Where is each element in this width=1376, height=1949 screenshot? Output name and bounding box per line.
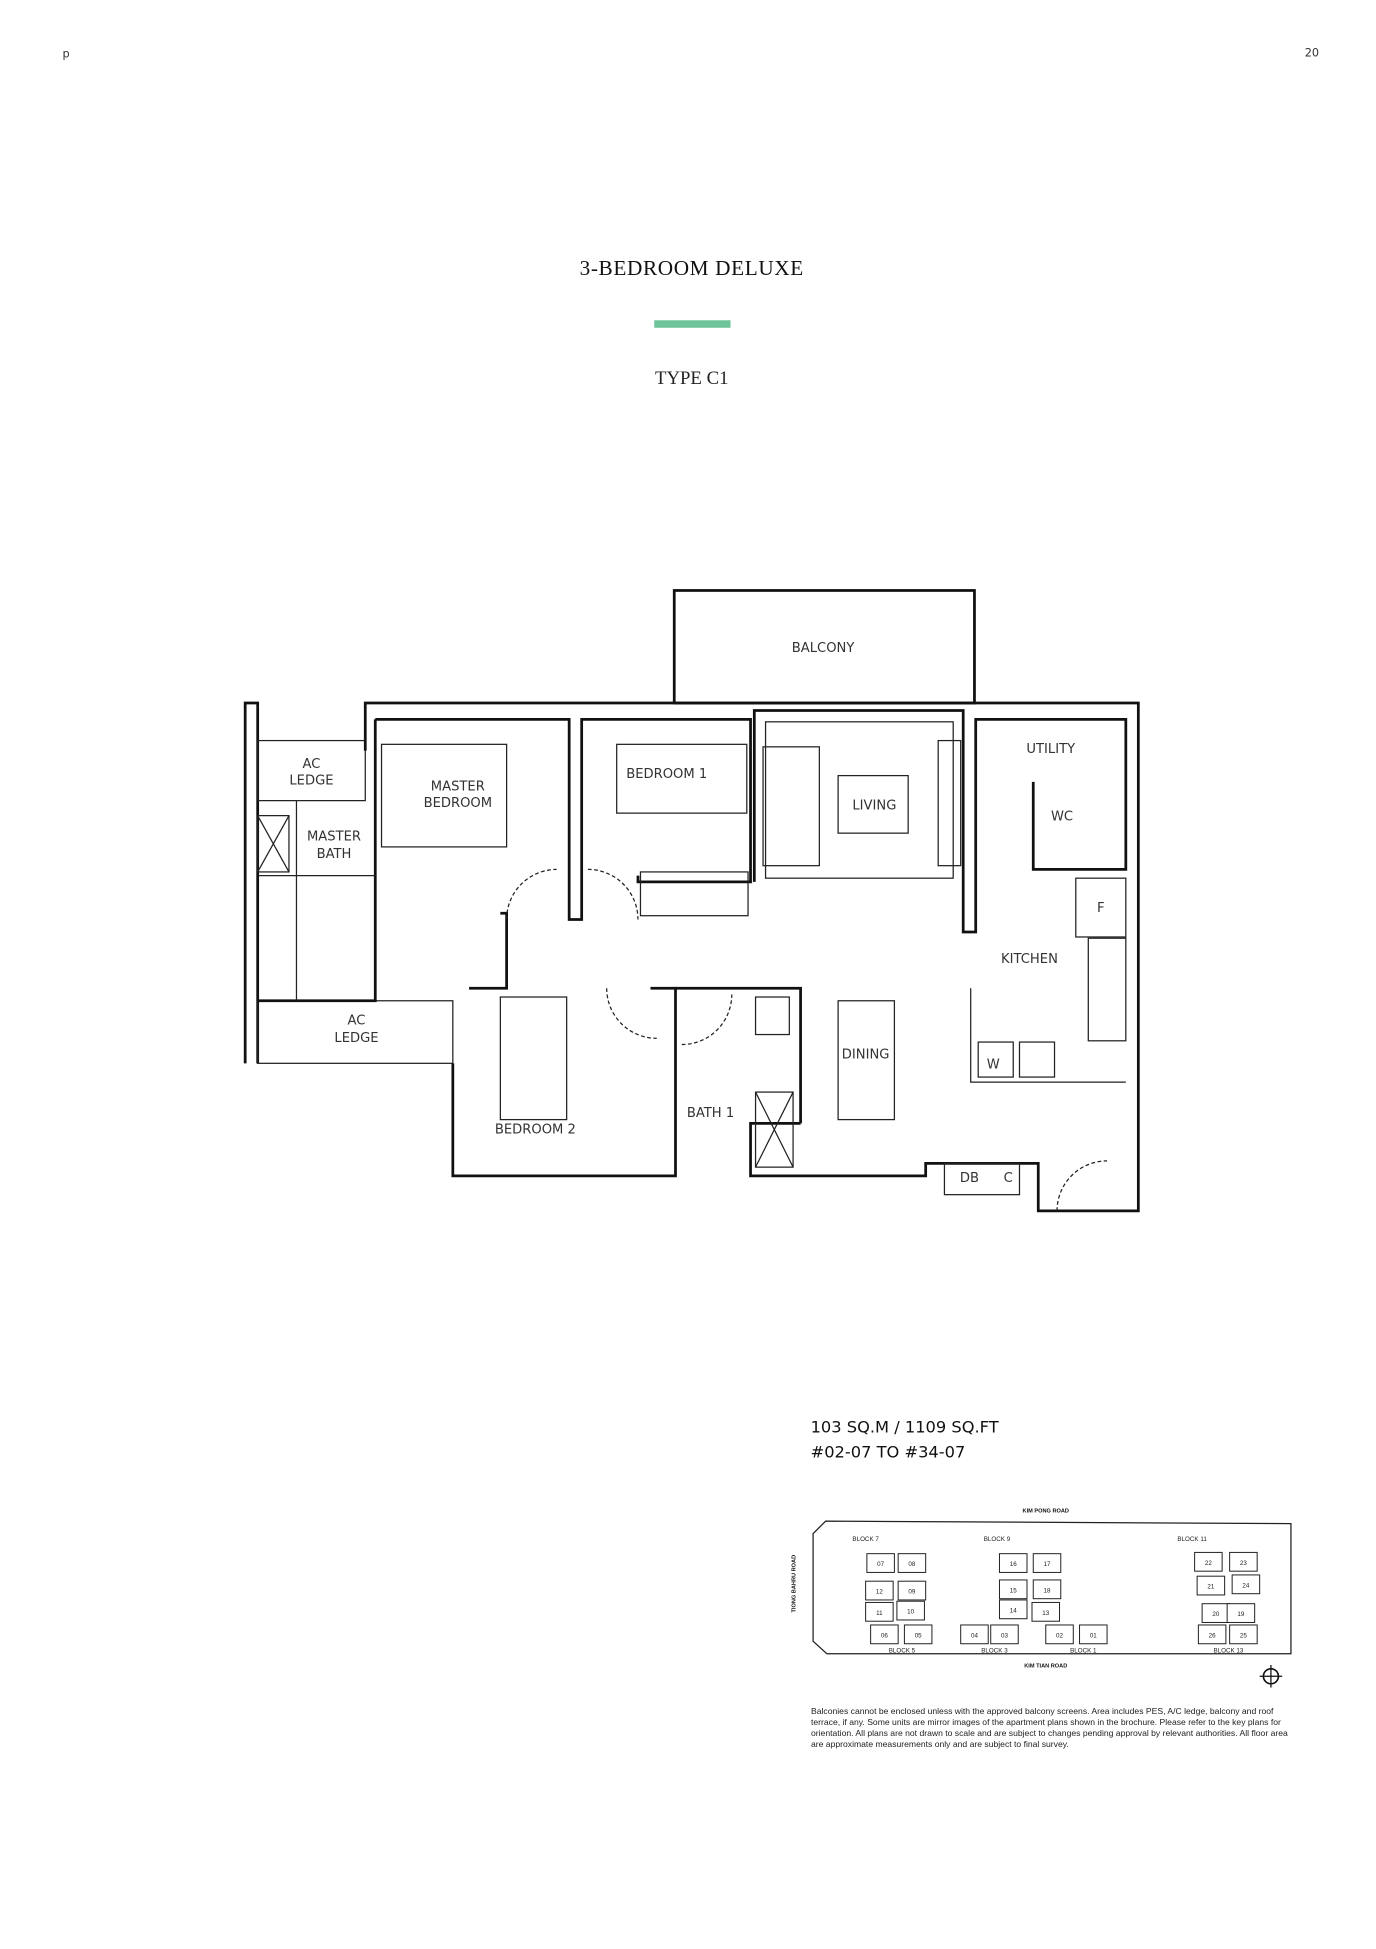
room-label-living: LIVING [852,798,896,813]
key-plan-unit [960,1624,989,1645]
room-label-bath1: BATH 1 [687,1106,734,1121]
key-plan-unit-label: 07 [877,1561,884,1568]
key-plan-unit [870,1624,899,1645]
key-plan-unit-label: 02 [1056,1632,1063,1639]
room-label-master-bath: MASTER [307,830,361,845]
road-north: KIM PONG ROAD [1023,1508,1069,1514]
key-plan-unit [1032,1553,1062,1573]
accent-bar [654,320,731,328]
key-plan-unit-label: 12 [876,1589,883,1596]
room-label-balcony: BALCONY [792,641,856,656]
key-plan-unit-label: 23 [1240,1560,1247,1567]
key-plan-unit [865,1601,894,1622]
room-label-ac-ledge-top: AC [303,757,321,772]
key-plan-unit-label: 21 [1207,1584,1214,1591]
key-plan-unit-label: 11 [876,1610,883,1617]
key-plan-unit-label: 25 [1240,1632,1247,1639]
key-plan-unit-label: 20 [1212,1611,1219,1618]
key-plan-unit-label: 04 [971,1632,978,1639]
key-plan-unit-label: 08 [908,1561,915,1568]
key-plan-unit [897,1580,927,1601]
block-3-label: BLOCK 3 [981,1647,1008,1654]
page-title: 3-BEDROOM DELUXE [580,256,804,280]
room-label-db: DB [960,1171,979,1186]
key-plan-unit [1031,1601,1061,1622]
room-label-dining: DINING [842,1047,890,1062]
key-plan-unit-label: 14 [1010,1607,1017,1614]
block-1-label: BLOCK 1 [1070,1647,1097,1654]
page-marker: p [63,48,70,61]
key-plan-unit-label: 15 [1010,1587,1017,1594]
room-label-ac-ledge-bottom-2: LEDGE [334,1031,378,1046]
key-plan-unit-label: 22 [1205,1560,1212,1567]
key-plan-unit [1226,1603,1256,1623]
room-label-washer: W [987,1057,1000,1072]
room-label-utility: UTILITY [1026,742,1076,757]
key-plan-unit-label: 01 [1090,1632,1097,1639]
room-label-ac-ledge-bottom: AC [348,1014,366,1029]
room-label-ac-ledge-top-2: LEDGE [289,773,333,788]
room-label-kitchen: KITCHEN [1001,952,1058,967]
key-plan-unit-label: 24 [1242,1582,1249,1589]
key-plan-unit-highlighted [866,1553,895,1573]
key-plan-unit [1229,1624,1258,1645]
key-plan-unit-label: 06 [881,1632,888,1639]
block-9-label: BLOCK 9 [984,1536,1011,1543]
unit-area: 103 SQ.M / 1109 SQ.FT [811,1417,999,1436]
key-plan-unit [1229,1551,1258,1572]
key-plan-unit [1194,1551,1223,1572]
room-label-master-bedroom: MASTER [431,780,485,795]
key-plan-unit [897,1553,927,1573]
north-compass-icon [1259,1665,1283,1688]
key-plan-unit [1197,1624,1227,1645]
floor-plan: BALCONY AC LEDGE MASTER BEDROOM MASTER B… [243,589,1140,1213]
room-label-master-bedroom-2: BEDROOM [424,796,493,811]
key-plan-unit-label: 09 [908,1589,915,1596]
key-plan-unit-label: 10 [907,1609,914,1616]
room-label-master-bath-2: BATH [317,847,352,862]
room-label-bedroom1: BEDROOM 1 [626,767,707,782]
key-plan: KIM PONG ROAD KIM TIAN ROAD TIONG BAHRU … [792,1508,1292,1688]
key-plan-unit [998,1599,1028,1620]
key-plan-unit [990,1624,1019,1645]
key-plan-unit-label: 05 [915,1632,922,1639]
disclaimer-text: Balconies cannot be enclosed unless with… [811,1706,1288,1749]
block-11-label: BLOCK 11 [1177,1536,1207,1543]
key-plan-unit [998,1553,1028,1573]
room-label-wc: WC [1051,810,1073,825]
key-plan-unit-label: 16 [1010,1561,1017,1568]
key-plan-unit [1196,1575,1226,1596]
road-south: KIM TIAN ROAD [1024,1664,1067,1670]
key-plan-unit [1045,1624,1074,1645]
key-plan-unit [998,1579,1028,1600]
road-west: TIONG BAHRU ROAD [792,1555,798,1613]
room-label-fridge: F [1097,901,1105,916]
room-label-bedroom2: BEDROOM 2 [495,1122,576,1137]
key-plan-unit [1079,1624,1108,1645]
key-plan-unit [896,1600,925,1621]
key-plan-unit [1032,1579,1062,1600]
unit-numbers: #02-07 TO #34-07 [811,1442,966,1461]
key-plan-unit-label: 13 [1042,1610,1049,1617]
key-plan-unit [1231,1574,1261,1595]
page-number: 20 [1305,46,1319,59]
key-plan-unit-label: 26 [1209,1632,1216,1639]
key-plan-unit [865,1580,894,1601]
key-plan-unit [903,1624,933,1645]
room-label-c: C [1004,1171,1013,1186]
key-plan-unit-label: 03 [1001,1632,1008,1639]
page-subtitle: TYPE C1 [655,368,728,389]
block-13-label: BLOCK 13 [1213,1647,1243,1654]
block-7-label: BLOCK 7 [852,1536,879,1543]
key-plan-unit-label: 19 [1237,1611,1244,1618]
key-plan-unit-label: 17 [1044,1561,1051,1568]
block-5-label: BLOCK 5 [889,1647,916,1654]
key-plan-unit-label: 18 [1044,1587,1051,1594]
